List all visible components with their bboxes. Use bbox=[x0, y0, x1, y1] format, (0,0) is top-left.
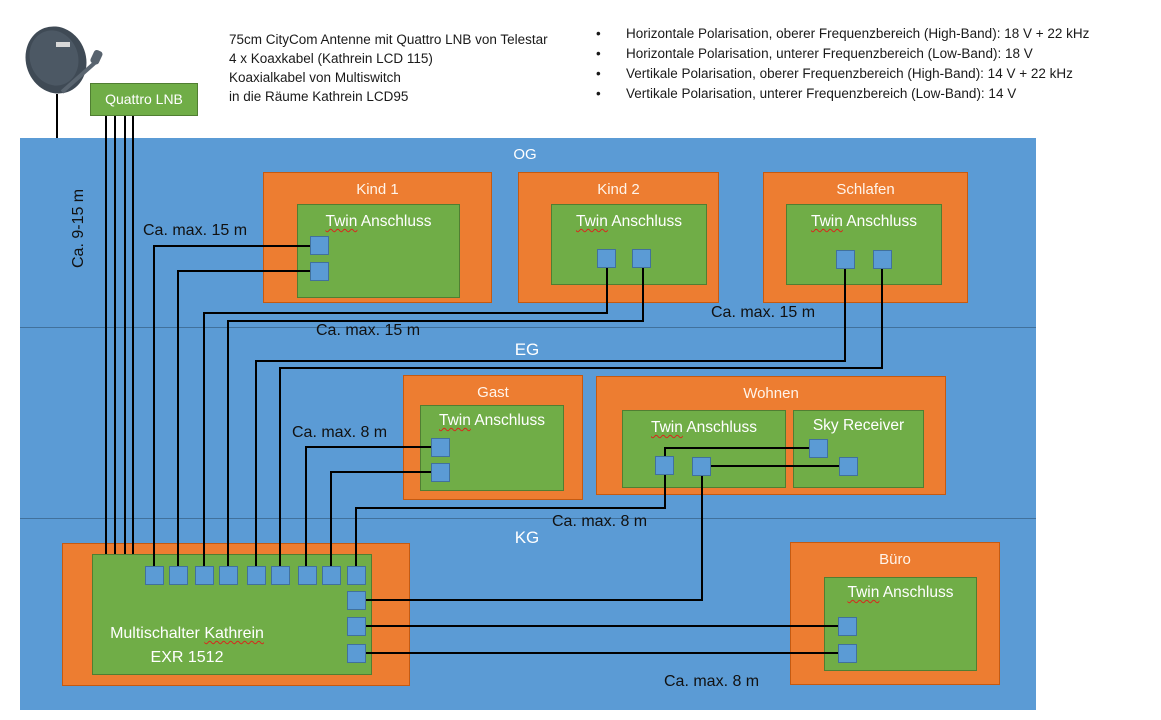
socket-title: Twin Anschluss bbox=[576, 213, 682, 230]
port bbox=[838, 617, 857, 636]
socket-title: Twin Anschluss bbox=[847, 584, 954, 601]
polarisation-item: Horizontale Polarisation, unterer Freque… bbox=[596, 44, 1089, 64]
room-title: Büro bbox=[879, 551, 911, 568]
socket-title: Twin Anschluss bbox=[439, 412, 545, 429]
port bbox=[655, 456, 674, 475]
distance-label-wohnen: Ca. max. 8 m bbox=[552, 513, 648, 530]
socket-title: Twin Anschluss bbox=[325, 213, 432, 230]
port bbox=[310, 236, 329, 255]
note-coax-multiswitch: Koaxialkabel von Multiswitch bbox=[229, 70, 401, 85]
note-coax-rooms: in die Räume Kathrein LCD95 bbox=[229, 89, 409, 104]
floor-label-og: OG bbox=[513, 146, 537, 163]
polarisation-list: Horizontale Polarisation, oberer Frequen… bbox=[596, 24, 1089, 104]
socket-title: Twin Anschluss bbox=[811, 213, 917, 230]
multiswitch-output bbox=[322, 566, 341, 585]
port bbox=[431, 463, 450, 482]
room-wohnen: Wohnen Twin Anschluss Sky Receiver bbox=[596, 376, 946, 495]
distance-label-kind2: Ca. max. 15 m bbox=[316, 322, 421, 339]
port bbox=[431, 438, 450, 457]
port bbox=[836, 250, 855, 269]
twin-socket: Twin Anschluss bbox=[786, 204, 942, 285]
polarisation-item: Vertikale Polarisation, unterer Frequenz… bbox=[596, 84, 1089, 104]
port bbox=[597, 249, 616, 268]
twin-socket: Twin Anschluss bbox=[551, 204, 707, 285]
room-schlafen: Schlafen Twin Anschluss bbox=[763, 172, 968, 303]
riser-length-label: Ca. 9-15 m bbox=[70, 188, 87, 268]
receiver-port bbox=[809, 439, 828, 458]
distance-label-kind1: Ca. max. 15 m bbox=[143, 222, 248, 239]
multiswitch-output bbox=[347, 617, 366, 636]
floor-divider bbox=[20, 327, 1036, 328]
room-kind1: Kind 1 Twin Anschluss bbox=[263, 172, 492, 303]
multiswitch-output bbox=[145, 566, 164, 585]
multiswitch-model-line1: Multischalter Kathrein bbox=[110, 625, 264, 642]
floor-label-eg: EG bbox=[514, 340, 540, 359]
multiswitch-output bbox=[298, 566, 317, 585]
port bbox=[632, 249, 651, 268]
port bbox=[838, 644, 857, 663]
port bbox=[873, 250, 892, 269]
multiswitch-output bbox=[169, 566, 188, 585]
room-title: Gast bbox=[477, 384, 509, 401]
floor-label-kg: KG bbox=[514, 528, 540, 547]
polarisation-item: Vertikale Polarisation, oberer Frequenzb… bbox=[596, 64, 1089, 84]
receiver-port bbox=[839, 457, 858, 476]
quattro-lnb: Quattro LNB bbox=[90, 83, 198, 116]
note-coax-lnb: 4 x Koaxkabel (Kathrein LCD 115) bbox=[229, 51, 433, 66]
room-kind2: Kind 2 Twin Anschluss bbox=[518, 172, 719, 303]
multiswitch-output bbox=[347, 591, 366, 610]
multiswitch-output bbox=[271, 566, 290, 585]
multiswitch-output bbox=[347, 566, 366, 585]
polarisation-item: Horizontale Polarisation, oberer Frequen… bbox=[596, 24, 1089, 44]
multiswitch-label: Multischalter Kathrein EXR 1512 bbox=[92, 622, 282, 670]
distance-label-schlafen: Ca. max. 15 m bbox=[711, 304, 816, 321]
satellite-dish-icon bbox=[25, 26, 103, 140]
port bbox=[310, 262, 329, 281]
multiswitch-output bbox=[195, 566, 214, 585]
room-buero: Büro Twin Anschluss bbox=[790, 542, 1000, 685]
note-antenna: 75cm CityCom Antenne mit Quattro LNB von… bbox=[229, 32, 548, 47]
distance-label-buero: Ca. max. 8 m bbox=[664, 673, 760, 690]
distance-label-gast: Ca. max. 8 m bbox=[292, 424, 388, 441]
socket-title: Twin Anschluss bbox=[651, 419, 757, 436]
room-title: Kind 2 bbox=[597, 181, 640, 198]
floor-divider bbox=[20, 518, 1036, 519]
multiswitch-output bbox=[347, 644, 366, 663]
multiswitch-model-line2: EXR 1512 bbox=[150, 649, 224, 666]
receiver-title: Sky Receiver bbox=[812, 417, 905, 434]
room-title: Kind 1 bbox=[356, 181, 399, 198]
room-title: Schlafen bbox=[836, 181, 895, 198]
multiswitch-output bbox=[219, 566, 238, 585]
twin-socket: Twin Anschluss bbox=[622, 410, 786, 488]
port bbox=[692, 457, 711, 476]
multiswitch-output bbox=[247, 566, 266, 585]
room-gast: Gast Twin Anschluss bbox=[403, 375, 583, 500]
room-title: Wohnen bbox=[743, 385, 799, 402]
